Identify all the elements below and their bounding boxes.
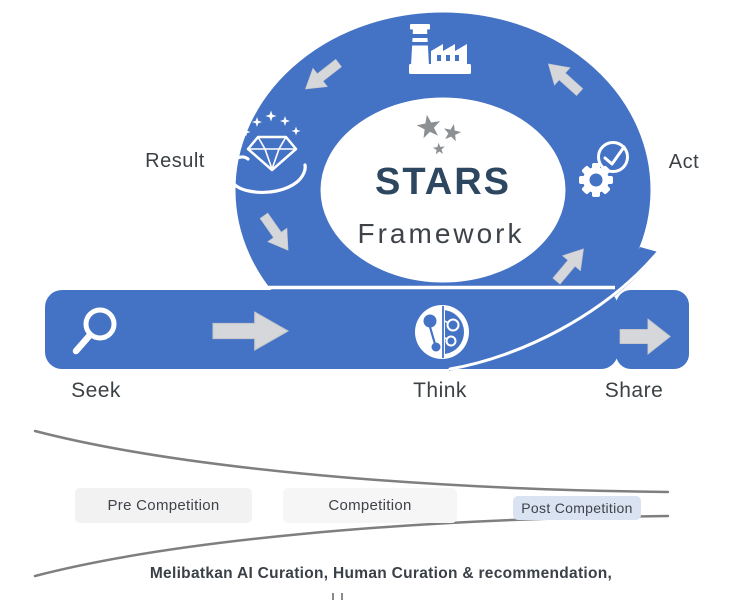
think-label: Think bbox=[413, 379, 467, 402]
magnifier-icon bbox=[72, 307, 117, 355]
phase-competition-label: Competition bbox=[328, 497, 412, 514]
gear-clock-icon bbox=[579, 141, 629, 197]
circuit-brain-icon bbox=[415, 305, 469, 359]
clipped-text-fragment bbox=[332, 593, 334, 600]
hand-diamond-icon bbox=[227, 110, 307, 195]
loop-tail bbox=[449, 247, 658, 371]
phase-pre-competition: Pre Competition bbox=[75, 488, 252, 523]
spiral-gap-line bbox=[448, 249, 661, 371]
result-label: Result bbox=[145, 150, 205, 172]
factory-icon bbox=[409, 24, 471, 74]
phase-pre-competition-label: Pre Competition bbox=[107, 497, 220, 514]
footer-caption: Melibatkan AI Curation, Human Curation &… bbox=[149, 565, 613, 582]
phase-post-competition-label: Post Competition bbox=[521, 500, 633, 516]
phase-competition: Competition bbox=[283, 488, 457, 523]
funnel-upper-curve bbox=[33, 429, 670, 494]
three-stars-icon bbox=[415, 112, 463, 155]
center-title: STARS bbox=[375, 161, 511, 203]
phase-post-competition: Post Competition bbox=[513, 496, 641, 520]
share-label: Share bbox=[604, 379, 664, 402]
seek-label: Seek bbox=[71, 379, 121, 402]
process-bar bbox=[45, 290, 618, 369]
clipped-text-fragment bbox=[341, 593, 343, 600]
act-label: Act bbox=[668, 151, 700, 173]
center-subtitle: Framework bbox=[357, 218, 525, 249]
